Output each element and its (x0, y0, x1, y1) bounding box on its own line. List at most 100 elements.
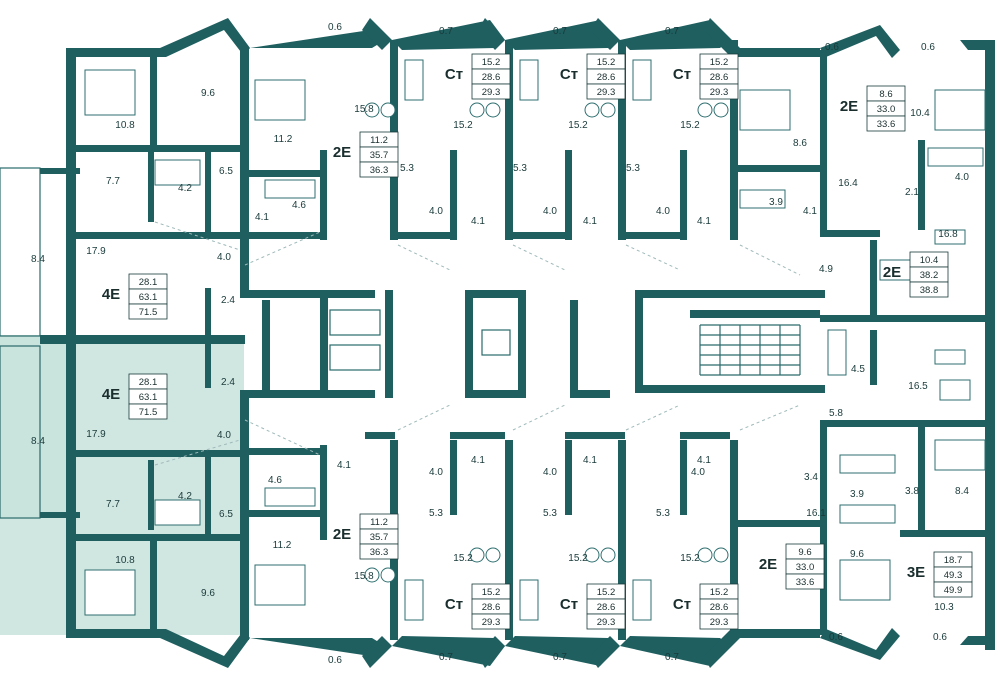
unit-area-value: 28.6 (482, 72, 501, 83)
unit-area-value: 15.2 (710, 587, 729, 598)
room-area-label: 0.7 (439, 26, 453, 37)
area-box (866, 115, 906, 132)
unit-area-value: 8.6 (879, 89, 892, 100)
room-area-label: 4.6 (292, 200, 306, 211)
room-area-label: 7.7 (106, 499, 120, 510)
room-area-label: 5.8 (829, 408, 843, 419)
balcony-outline-top (0, 167, 41, 337)
unit-type-label: 4E (102, 286, 120, 303)
unit-area-value: 29.3 (710, 617, 729, 628)
room-area-label: 5.3 (429, 508, 443, 519)
room-area-label: 3.9 (850, 489, 864, 500)
room-area-label: 4.1 (471, 455, 485, 466)
unit-area-value: 15.2 (482, 587, 501, 598)
unit-area-value: 15.2 (597, 587, 616, 598)
unit-area-value: 33.6 (796, 577, 815, 588)
room-area-label: 0.7 (553, 26, 567, 37)
room-area-label: 0.6 (921, 42, 935, 53)
unit-area-value: 28.6 (597, 72, 616, 83)
room-area-label: 4.0 (955, 172, 969, 183)
room-area-label: 6.5 (219, 509, 233, 520)
unit-area-value: 10.4 (920, 255, 939, 266)
room-area-label: 4.0 (656, 206, 670, 217)
room-area-label: 10.8 (115, 120, 135, 131)
room-area-label: 0.6 (328, 22, 342, 33)
room-area-label: 5.3 (513, 163, 527, 174)
room-area-label: 4.1 (697, 216, 711, 227)
room-area-label: 5.3 (543, 508, 557, 519)
unit-area-value: 35.7 (370, 150, 389, 161)
room-area-label: 6.5 (219, 166, 233, 177)
room-area-label: 0.7 (665, 26, 679, 37)
area-box (586, 83, 626, 100)
room-area-label: 3.8 (905, 486, 919, 497)
room-area-label: 4.1 (583, 455, 597, 466)
unit-area-value: 63.1 (139, 392, 158, 403)
room-area-label: 4.0 (543, 206, 557, 217)
room-area-label: 17.9 (86, 246, 106, 257)
unit-tags: Ст15.228.629.3Ст15.228.629.3Ст15.228.629… (102, 53, 973, 630)
room-area-label: 11.2 (273, 540, 292, 551)
room-area-label: 0.7 (665, 652, 679, 663)
unit-area-value: 63.1 (139, 292, 158, 303)
unit-area-value: 28.6 (482, 602, 501, 613)
area-box (471, 613, 511, 630)
unit-area-value: 15.2 (710, 57, 729, 68)
furniture (84, 59, 986, 621)
unit-area-value: 29.3 (597, 87, 616, 98)
unit-area-value: 11.2 (370, 135, 388, 146)
room-area-label: 15.2 (453, 553, 473, 564)
unit-area-value: 18.7 (944, 555, 963, 566)
area-box (359, 543, 399, 560)
unit-type-label: Ст (560, 596, 578, 613)
room-area-label: 17.9 (86, 429, 106, 440)
balcony-outline-bottom (0, 345, 41, 519)
unit-type-label: 4E (102, 386, 120, 403)
unit-type-label: Ст (560, 66, 578, 83)
unit-area-value: 28.1 (139, 277, 158, 288)
room-area-label: 0.7 (439, 652, 453, 663)
unit-area-value: 38.8 (920, 285, 939, 296)
room-area-label: 8.6 (793, 138, 807, 149)
unit-type-label: 2E (333, 526, 351, 543)
unit-tag-st-bot-1[interactable]: Ст 15.2 28.6 29.3 (445, 583, 511, 630)
room-area-label: 15.2 (680, 553, 700, 564)
room-area-label: 15.2 (453, 120, 473, 131)
unit-area-value: 28.1 (139, 377, 158, 388)
room-area-label: 5.3 (626, 163, 640, 174)
room-area-label: 3.4 (804, 472, 818, 483)
room-area-label: 5.3 (400, 163, 414, 174)
unit-area-value: 35.7 (370, 532, 389, 543)
unit-area-value: 36.3 (370, 547, 389, 558)
door-swings (154, 221, 801, 466)
unit-type-label: 3E (907, 564, 925, 581)
unit-area-value: 49.3 (944, 570, 963, 581)
unit-tag-2e-bottom-right[interactable]: 2E9.633.033.6 (759, 543, 825, 590)
area-box (909, 281, 949, 298)
watermark-text: ДОМКЛИК (60, 646, 178, 671)
unit-tag-3e-bottom-right[interactable]: 3E 18.7 49.3 49.9 (907, 551, 973, 598)
room-area-label: 4.0 (217, 252, 231, 263)
unit-type-label: Ст (445, 596, 463, 613)
unit-area-value: 29.3 (482, 617, 501, 628)
unit-area-value: 36.3 (370, 165, 389, 176)
room-area-label: 4.2 (178, 183, 192, 194)
unit-area-value: 33.0 (877, 104, 896, 115)
area-box (128, 303, 168, 320)
area-box (933, 581, 973, 598)
room-area-label: 4.1 (803, 206, 817, 217)
unit-area-value: 49.9 (944, 585, 963, 596)
room-area-label: 10.3 (934, 602, 954, 613)
unit-tag-2e-top-right[interactable]: 2E8.633.033.6 (840, 85, 906, 132)
